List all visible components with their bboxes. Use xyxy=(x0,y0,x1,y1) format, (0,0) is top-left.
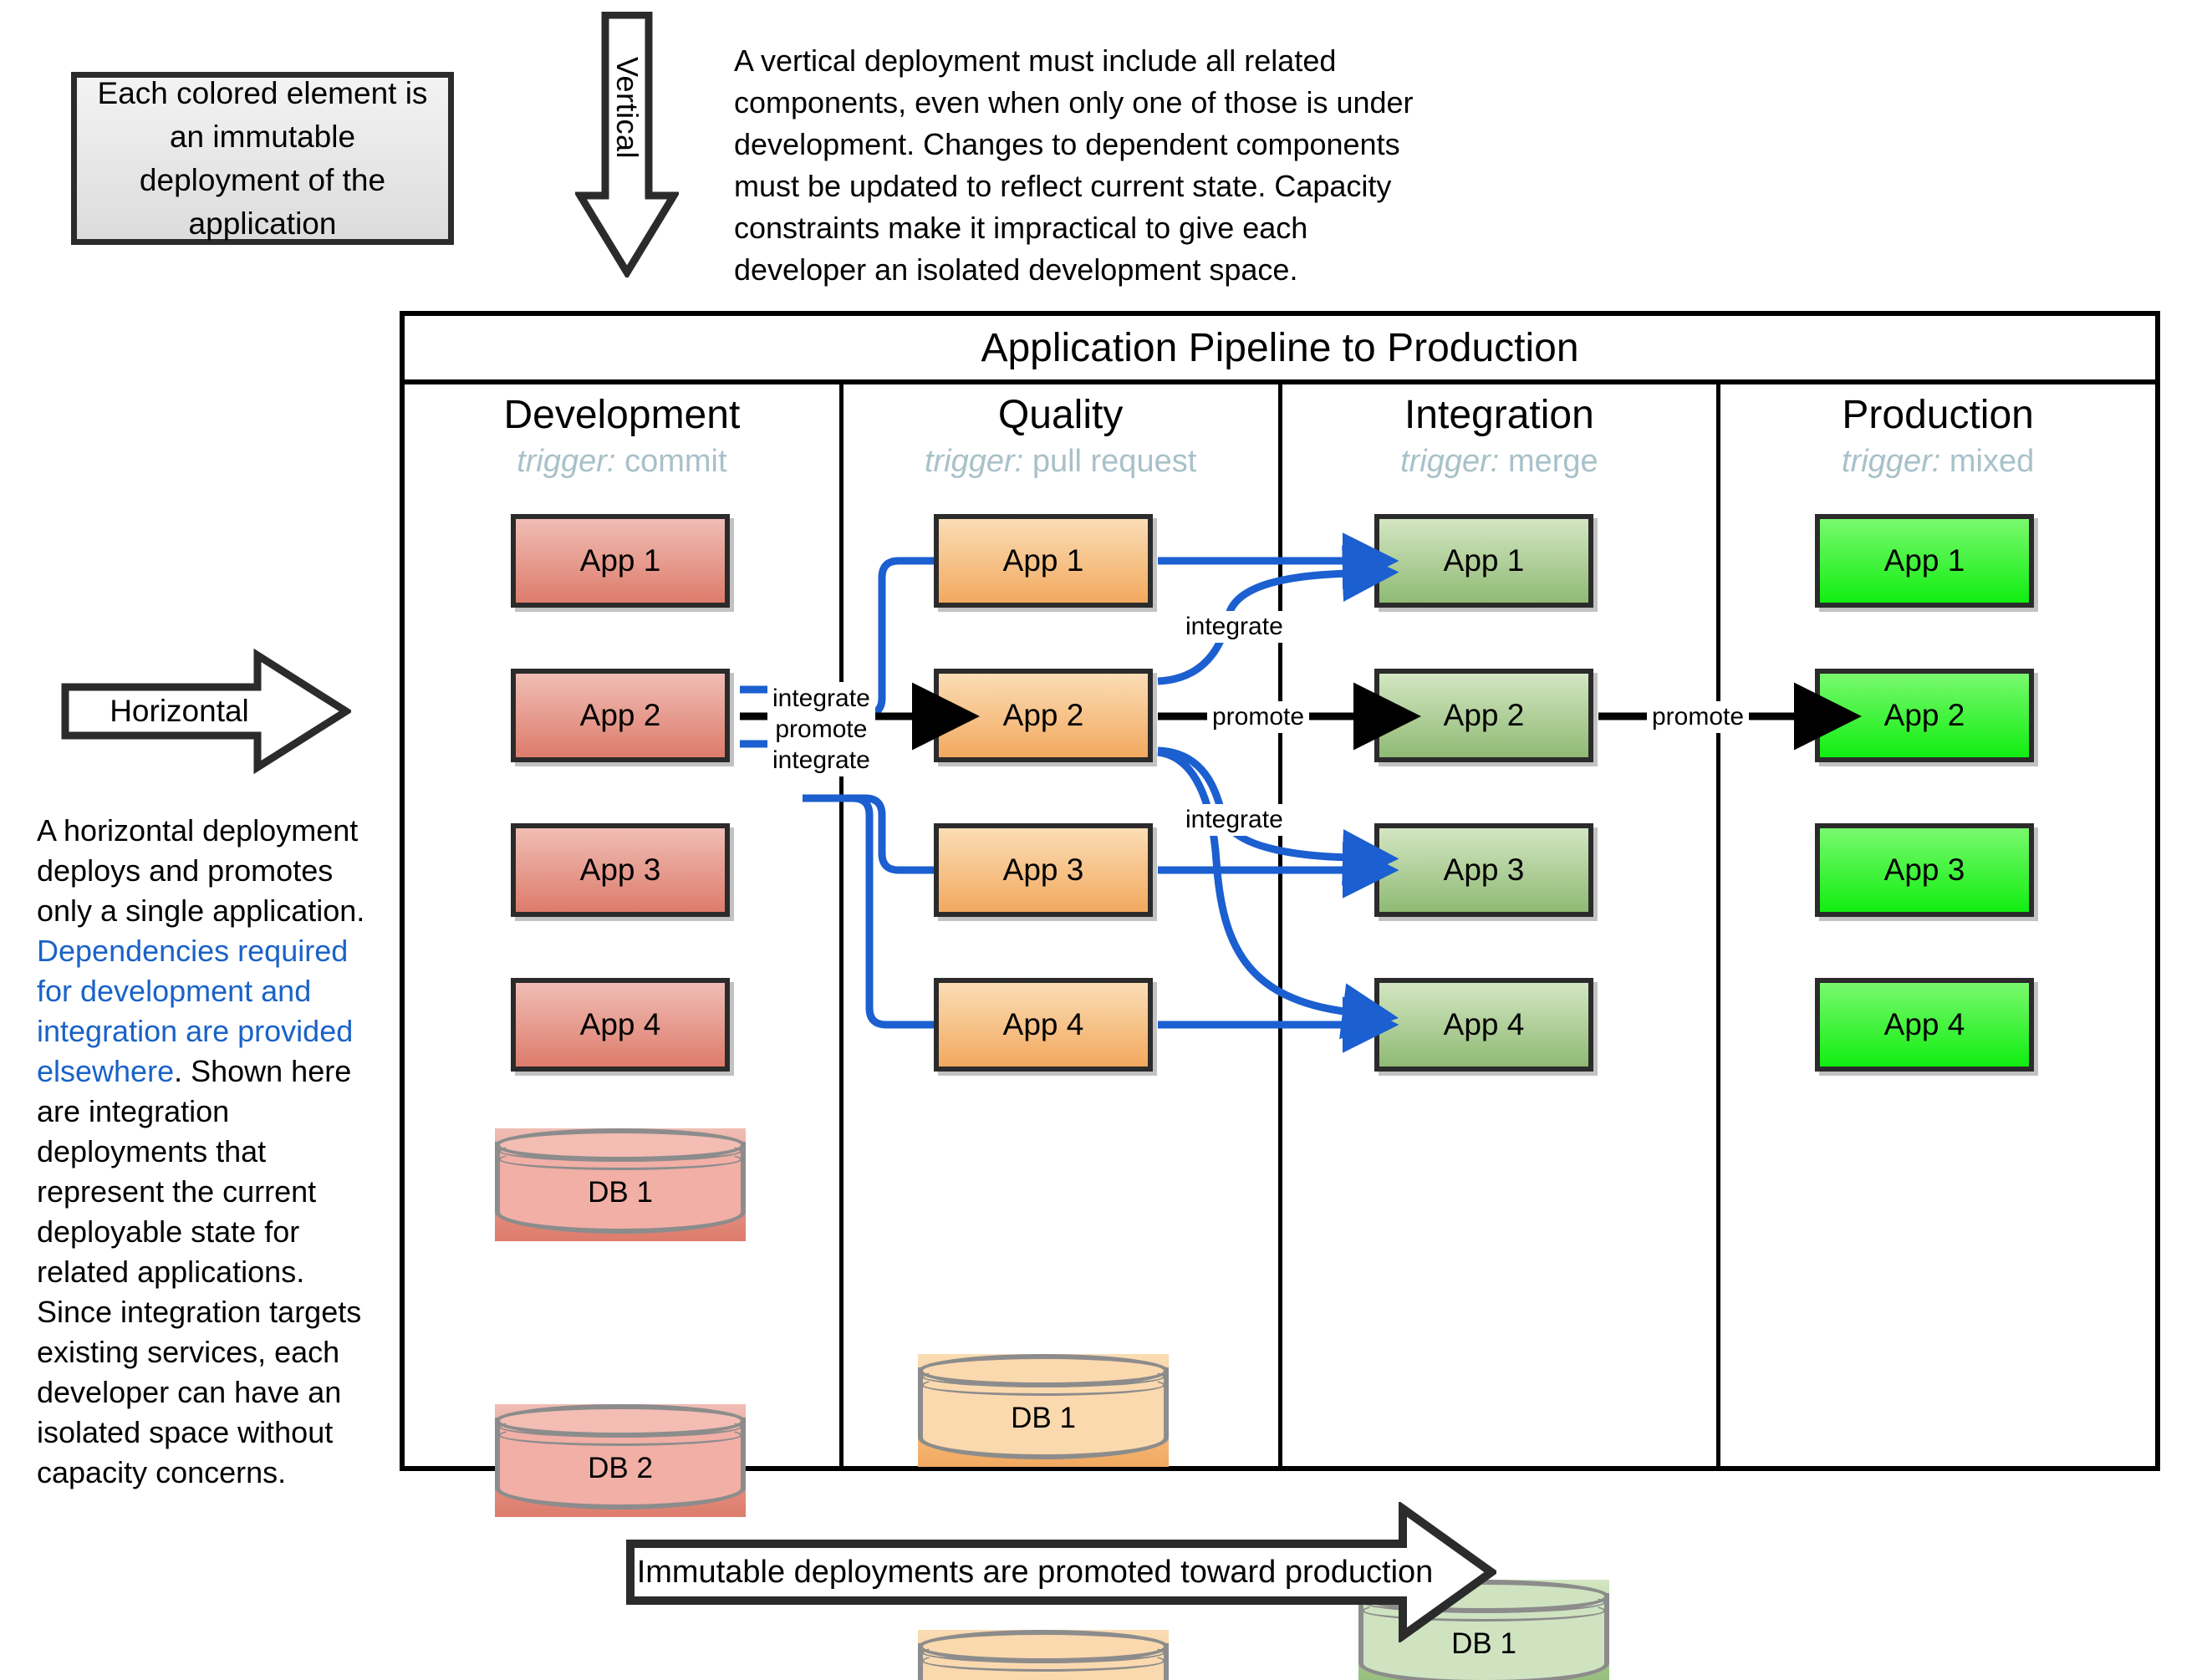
bottom-promotion-arrow: Immutable deployments are promoted towar… xyxy=(625,1500,1499,1644)
app-box-development-app2[interactable]: App 2 xyxy=(511,669,730,762)
app-box-integration-app3[interactable]: App 3 xyxy=(1374,823,1593,917)
column-trigger-quality: trigger: pull request xyxy=(844,441,1278,481)
column-trigger-integration: trigger: merge xyxy=(1282,441,1717,481)
horizontal-arrow-shape xyxy=(61,648,354,775)
pipeline-title: Application Pipeline to Production xyxy=(405,316,2155,384)
immutable-callout-box: Each colored element is an immutable dep… xyxy=(71,72,454,245)
app-box-production-app4[interactable]: App 4 xyxy=(1815,978,2034,1072)
horizontal-arrow-label: Horizontal xyxy=(110,694,249,728)
app-label: App 3 xyxy=(1883,853,1965,887)
db-rim-2 xyxy=(921,1650,1165,1672)
app-label: App 4 xyxy=(1883,1007,1965,1041)
db-cylinder-development-db2[interactable]: DB 2 xyxy=(495,1404,746,1517)
column-header-quality: Quality trigger: pull request xyxy=(844,379,1278,481)
vertical-arrow: Vertical xyxy=(573,11,681,280)
column-name-quality: Quality xyxy=(997,393,1124,437)
db-rim-2 xyxy=(1362,1600,1606,1621)
column-name-integration: Integration xyxy=(1404,393,1594,437)
column-name-development: Development xyxy=(503,393,741,437)
app-label: App 4 xyxy=(1443,1007,1525,1041)
app-label: App 4 xyxy=(1002,1007,1084,1041)
column-header-development: Development trigger: commit xyxy=(405,379,839,481)
vertical-deployment-paragraph: A vertical deployment must include all r… xyxy=(734,43,1414,287)
app-box-development-app1[interactable]: App 1 xyxy=(511,514,730,608)
app-label: App 4 xyxy=(579,1007,661,1041)
app-label: App 1 xyxy=(1883,543,1965,578)
db-cylinder-quality-db1[interactable]: DB 1 xyxy=(918,1354,1169,1467)
vertical-arrow-shape xyxy=(573,11,681,280)
column-trigger-production: trigger: mixed xyxy=(1720,441,2155,481)
column-header-production: Production trigger: mixed xyxy=(1720,379,2155,481)
db-rim-2 xyxy=(921,1374,1165,1396)
column-name-production: Production xyxy=(1842,393,2034,437)
app-label: App 2 xyxy=(1443,698,1525,732)
app-box-development-app3[interactable]: App 3 xyxy=(511,823,730,917)
app-box-quality-app4[interactable]: App 4 xyxy=(934,978,1153,1072)
trigger-label: trigger: xyxy=(924,444,1024,479)
connector-label-promote-quality-integration: promote xyxy=(1207,701,1310,733)
app-box-integration-app4[interactable]: App 4 xyxy=(1374,978,1593,1072)
column-trigger-development: trigger: commit xyxy=(405,441,839,481)
db-cylinder-development-db1[interactable]: DB 1 xyxy=(495,1128,746,1241)
app-box-development-app4[interactable]: App 4 xyxy=(511,978,730,1072)
app-box-integration-app1[interactable]: App 1 xyxy=(1374,514,1593,608)
horizontal-arrow-label-wrap: Horizontal xyxy=(60,649,298,774)
db-rim-2 xyxy=(498,1148,742,1170)
db-label: DB 1 xyxy=(588,1176,653,1209)
app-label: App 3 xyxy=(1443,853,1525,887)
app-label: App 3 xyxy=(579,853,661,887)
trigger-value: commit xyxy=(624,444,727,479)
trigger-value: merge xyxy=(1507,444,1598,479)
app-box-production-app3[interactable]: App 3 xyxy=(1815,823,2034,917)
trigger-value: mixed xyxy=(1949,444,2035,479)
horizontal-arrow: Horizontal xyxy=(60,648,354,775)
app-box-quality-app1[interactable]: App 1 xyxy=(934,514,1153,608)
db-rim-2 xyxy=(498,1424,742,1446)
trigger-value: pull request xyxy=(1032,444,1197,479)
vertical-arrow-label: Vertical xyxy=(610,56,645,160)
app-box-integration-app2[interactable]: App 2 xyxy=(1374,669,1593,762)
pipeline-column-production: Production trigger: mixed xyxy=(1720,379,2155,1466)
bottom-arrow-shape xyxy=(626,1500,1499,1644)
trigger-label: trigger: xyxy=(1400,444,1500,479)
app-label: App 1 xyxy=(1002,543,1084,578)
app-label: App 2 xyxy=(579,698,661,732)
left-paragraph-highlight: Dependencies required for development an… xyxy=(37,934,354,1088)
vertical-arrow-label-wrap: Vertical xyxy=(575,12,679,204)
column-header-integration: Integration trigger: merge xyxy=(1282,379,1717,481)
immutable-callout-text: Each colored element is an immutable dep… xyxy=(97,75,428,241)
connector-label-dev-to-quality: integrate promote integrate xyxy=(767,682,875,776)
db-label: DB 1 xyxy=(1451,1627,1516,1660)
trigger-label: trigger: xyxy=(1842,444,1941,479)
db-label: DB 2 xyxy=(1011,1677,1076,1680)
connector-label-integrate-bottom: integrate xyxy=(772,746,870,774)
app-label: App 2 xyxy=(1002,698,1084,732)
db-cylinder-quality-db2[interactable]: DB 2 xyxy=(918,1630,1169,1680)
left-paragraph-part1: A horizontal deployment deploys and prom… xyxy=(37,813,365,928)
app-box-quality-app2[interactable]: App 2 xyxy=(934,669,1153,762)
app-label: App 3 xyxy=(1002,853,1084,887)
trigger-label: trigger: xyxy=(517,444,616,479)
bottom-arrow-label-wrap: Immutable deployments are promoted towar… xyxy=(625,1502,1445,1642)
connector-label-integrate-lower: integrate xyxy=(1180,804,1288,836)
connector-label-promote-integration-production: promote xyxy=(1647,701,1750,733)
app-box-production-app1[interactable]: App 1 xyxy=(1815,514,2034,608)
connector-label-integrate-top: integrate xyxy=(772,685,870,712)
app-label: App 1 xyxy=(579,543,661,578)
bottom-arrow-label: Immutable deployments are promoted towar… xyxy=(636,1554,1434,1590)
db-label: DB 1 xyxy=(1011,1402,1076,1434)
app-label: App 1 xyxy=(1443,543,1525,578)
app-box-quality-app3[interactable]: App 3 xyxy=(934,823,1153,917)
app-label: App 2 xyxy=(1883,698,1965,732)
horizontal-deployment-paragraph: A horizontal deployment deploys and prom… xyxy=(37,811,366,1493)
left-paragraph-part2: . Shown here are integration deployments… xyxy=(37,1054,362,1489)
connector-label-integrate-upper: integrate xyxy=(1180,611,1288,643)
app-box-production-app2[interactable]: App 2 xyxy=(1815,669,2034,762)
db-label: DB 2 xyxy=(588,1452,653,1484)
pipeline-column-integration: Integration trigger: merge xyxy=(1282,379,1721,1466)
connector-label-promote-mid: promote xyxy=(775,715,868,743)
